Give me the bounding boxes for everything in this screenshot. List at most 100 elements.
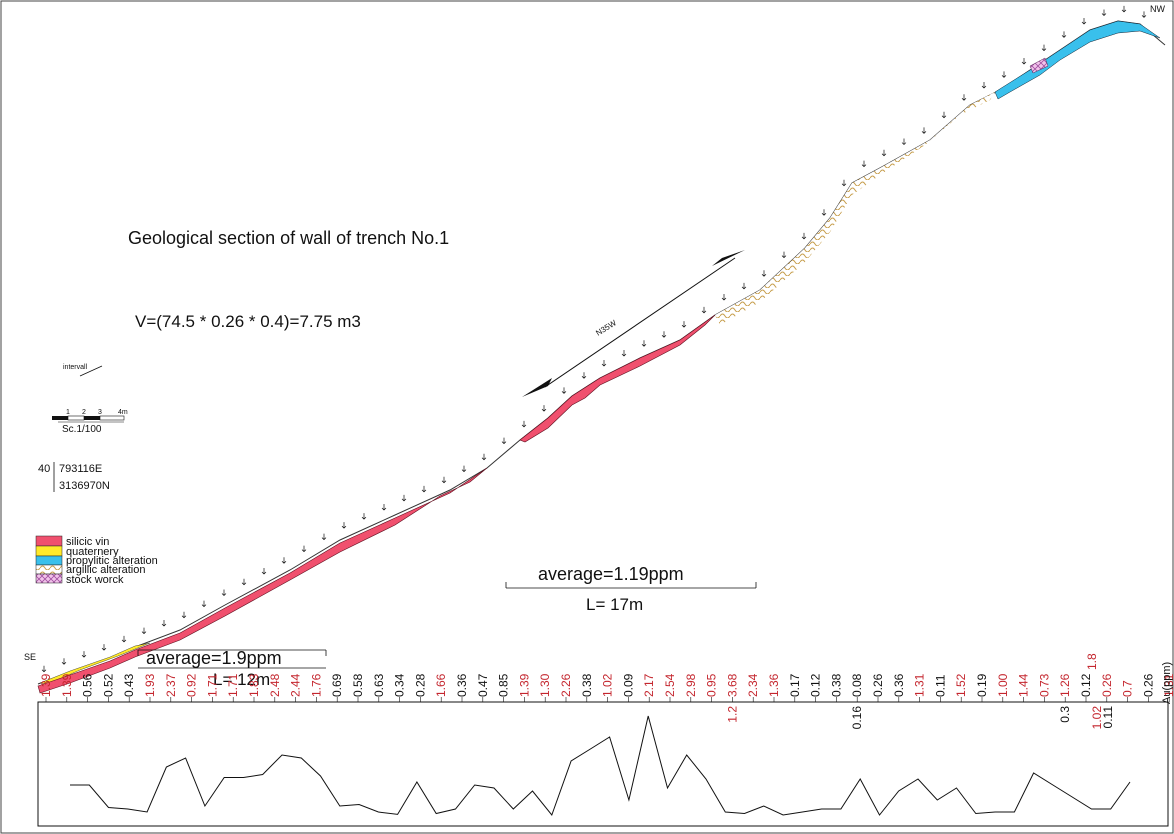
assay-value-25: 2.26 [559,673,573,697]
sample-arrow-5 [141,627,147,635]
assay-value-33: 3.68 [725,673,739,697]
direction-arrow-head-se [522,378,552,397]
assay-value-45: 0.19 [975,673,989,697]
assay-value-13: 1.76 [309,673,323,697]
assay-value-34: 2.34 [746,673,760,697]
legend-swatch-silicic [35,535,63,547]
sample-arrow-52 [1081,18,1087,25]
assay-value-10: 1.83 [247,673,261,697]
sample-arrow-26 [561,387,567,394]
silicic-vein-upper [519,314,716,443]
assay-value-35: 1.36 [767,673,781,697]
legend-label-stockwork: stock worck [66,574,124,586]
sample-arrow-35 [741,282,747,290]
assay-value-48: 0.73 [1037,673,1051,697]
station-number: 40 [38,463,50,475]
interval-label: intervall [63,364,88,371]
scale-label: Sc.1/100 [62,424,102,435]
assay-value-24: 1.30 [538,673,552,697]
legend-swatch-argillic [35,564,63,575]
volume-formula: V=(74.5 * 0.26 * 0.4)=7.75 m3 [135,312,361,331]
sample-arrow-12 [281,557,287,564]
sample-arrow-46 [961,94,967,101]
interval-line [79,365,103,377]
northing: 3136970N [59,480,110,492]
scale-tick-2: 2 [82,409,86,416]
assay-value-44: 1.52 [954,673,968,697]
assay-value-2: 0.56 [81,673,95,697]
assay-value-40: 0.26 [871,673,885,697]
assay-value-38: 0.38 [829,673,843,697]
scale-bar: 1 2 3 4m Sc.1/100 [52,409,128,435]
assay-value-23: 1.39 [517,673,531,697]
assay-unit-label: Au(ppm) [1161,662,1173,704]
average-1-value: average=1.9ppm [146,648,282,668]
assay-value-4: 0.43 [122,673,136,697]
legend-label-propylitic: propylitic alteration [66,555,158,567]
sample-arrow-43 [901,138,907,146]
assay-profile-line [70,715,1131,817]
legend-swatch-propylitic [35,555,63,566]
sample-arrow-28 [601,360,607,367]
assay-value-19: 1.66 [434,673,448,697]
sample-arrow-42 [881,149,887,157]
argillic-alteration-zone [715,92,995,325]
assay-frame [37,701,1169,827]
sample-arrow-24 [521,420,527,428]
sample-arrow-54 [1121,5,1127,13]
assay-value-53: 0.26 [1141,673,1155,697]
sample-arrow-2 [81,651,87,658]
sample-arrow-48 [1001,71,1007,78]
sample-arrow-19 [421,485,427,493]
assay-value-18: 0.28 [413,673,427,697]
sample-arrow-23 [501,437,507,445]
assay-value-12: 2.44 [289,673,303,697]
coordinate-block: 40 793116E 3136970N [38,462,110,492]
assay-value-0: 1.39 [39,673,53,697]
sample-arrow-30 [641,340,647,347]
propylitic-alteration-zone [994,20,1161,100]
sample-arrow-45 [941,111,947,119]
assay-value-51: 0.26 [1100,673,1114,697]
sample-arrow-53 [1101,9,1107,16]
sample-arrow-47 [981,82,987,89]
sample-arrow-44 [921,127,927,134]
assay-value-17: 0.34 [393,673,407,697]
assay-value-15: 0.58 [351,673,365,697]
sample-arrow-11 [261,568,267,575]
sample-arrow-13 [301,545,307,553]
assay-extra-value-1: 1.8 [1085,653,1099,670]
ground-surface-line [37,20,1166,685]
sample-arrow-4 [121,635,127,643]
sample-arrow-21 [461,465,467,473]
assay-value-41: 0.36 [892,673,906,697]
sample-arrow-7 [181,611,187,619]
assay-value-54: 1.31 [1162,673,1174,697]
sample-arrow-55 [1141,11,1147,18]
sample-arrow-27 [581,372,587,379]
sample-arrow-41 [861,160,867,168]
sample-arrow-32 [681,321,687,328]
assay-value-27: 1.02 [601,673,615,697]
sample-arrow-37 [781,251,787,259]
sample-arrow-8 [201,600,207,608]
sample-point-arrows [41,5,1147,673]
assay-extra-value-3: 0.3 [1058,706,1072,723]
sample-arrow-15 [341,522,347,529]
assay-value-28: 0.09 [621,673,635,697]
assay-value-47: 1.44 [1017,673,1031,697]
sample-arrow-17 [381,504,387,511]
sample-arrow-6 [161,620,167,627]
assay-value-6: 2.37 [164,673,178,697]
end-label-nw: NW [1150,4,1165,14]
assay-extra-value-5: 0.16 [850,706,864,730]
assay-extra-value-0: 1.2 [725,706,739,723]
average-box-2: average=1.19ppm L= 17m [505,564,757,614]
assay-value-49: 1.26 [1058,673,1072,697]
average-1-length: L= 12m [213,670,270,689]
assay-extra-value-4: 0.11 [1101,706,1115,729]
average-box-1: average=1.9ppm L= 12m [137,648,327,689]
legend-label-silicic: silicic vin [66,536,109,548]
